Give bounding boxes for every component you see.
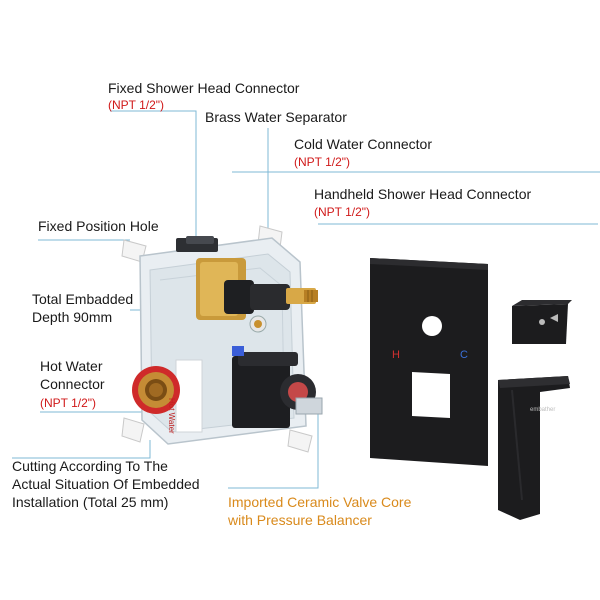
spec-fixed-shower-head: (NPT 1/2")	[108, 98, 165, 112]
diverter-knob	[512, 300, 572, 344]
label-depth-line1: Total Embadded	[32, 291, 134, 307]
leader-cut	[12, 440, 151, 459]
leader-lines	[12, 110, 600, 489]
label-fixed-shower-head: Fixed Shower Head Connector	[108, 80, 300, 96]
cover-plate	[370, 258, 488, 466]
label-hot-line2: Connector	[40, 376, 105, 392]
hot-water-inlet	[132, 359, 203, 433]
valve-cartridge	[232, 346, 323, 428]
plate-cold-mark: C	[460, 349, 468, 361]
spec-handheld: (NPT 1/2")	[314, 205, 371, 219]
label-cut-line3: Installation (Total 25 mm)	[12, 494, 169, 510]
lever-handle	[498, 376, 570, 520]
spec-hot-water: (NPT 1/2")	[40, 396, 97, 410]
label-cut-line2: Actual Situation Of Embedded	[12, 476, 200, 492]
plate-hot-mark: H	[392, 349, 400, 361]
label-fixed-position-hole: Fixed Position Hole	[38, 218, 159, 234]
leader-valve	[228, 410, 319, 489]
handle-brand-text: embather	[530, 407, 556, 413]
label-cut-line1: Cutting According To The	[12, 458, 168, 474]
label-brass-separator: Brass Water Separator	[205, 109, 347, 125]
label-cold-water: Cold Water Connector	[294, 136, 432, 152]
label-depth-line2: Depth 90mm	[32, 309, 113, 325]
cold-connector	[249, 315, 267, 333]
leader-fixed-head	[110, 110, 197, 238]
brass-separator	[196, 258, 318, 320]
label-handheld: Handheld Shower Head Connector	[314, 186, 532, 202]
label-valve-line2: with Pressure Balancer	[228, 512, 372, 528]
hot-sticker-text: Hot Water	[167, 398, 176, 434]
spec-cold-water: (NPT 1/2")	[294, 155, 351, 169]
label-valve-line1: Imported Ceramic Valve Core	[228, 494, 412, 510]
label-hot-line1: Hot Water	[40, 358, 103, 374]
